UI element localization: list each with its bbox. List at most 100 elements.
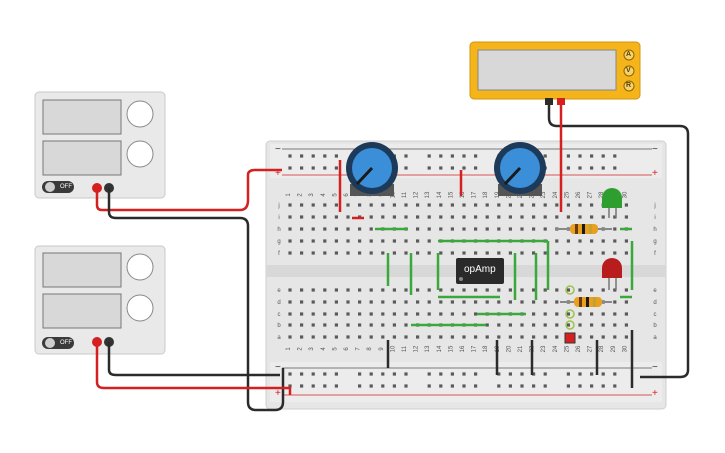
breadboard-hole[interactable] [474, 288, 478, 292]
breadboard-hole[interactable] [311, 154, 315, 158]
breadboard-hole[interactable] [566, 215, 570, 219]
breadboard-hole[interactable] [508, 335, 512, 339]
breadboard-hole[interactable] [555, 312, 559, 316]
breadboard-hole[interactable] [439, 166, 443, 170]
breadboard-hole[interactable] [288, 300, 292, 304]
breadboard-hole[interactable] [334, 372, 338, 376]
breadboard-hole[interactable] [369, 227, 373, 231]
breadboard-hole[interactable] [601, 288, 605, 292]
breadboard-hole[interactable] [300, 239, 304, 243]
breadboard-hole[interactable] [416, 335, 420, 339]
breadboard-hole[interactable] [288, 312, 292, 316]
breadboard-hole[interactable] [381, 251, 385, 255]
breadboard-hole[interactable] [462, 166, 466, 170]
breadboard-hole[interactable] [358, 323, 362, 327]
breadboard-hole[interactable] [462, 288, 466, 292]
breadboard-hole[interactable] [578, 312, 582, 316]
breadboard-hole[interactable] [543, 215, 547, 219]
breadboard-hole[interactable] [358, 312, 362, 316]
breadboard-hole[interactable] [520, 251, 524, 255]
breadboard-hole[interactable] [439, 203, 443, 207]
breadboard-hole[interactable] [358, 335, 362, 339]
breadboard-hole[interactable] [474, 227, 478, 231]
breadboard-hole[interactable] [358, 384, 362, 388]
breadboard-hole[interactable] [288, 154, 292, 158]
breadboard-hole[interactable] [624, 323, 628, 327]
breadboard-hole[interactable] [613, 227, 617, 231]
breadboard-hole[interactable] [381, 335, 385, 339]
breadboard-hole[interactable] [334, 335, 338, 339]
breadboard-hole[interactable] [358, 300, 362, 304]
breadboard-hole[interactable] [462, 384, 466, 388]
breadboard-hole[interactable] [300, 154, 304, 158]
breadboard-hole[interactable] [358, 251, 362, 255]
breadboard-hole[interactable] [323, 384, 327, 388]
breadboard-hole[interactable] [462, 154, 466, 158]
breadboard-hole[interactable] [427, 166, 431, 170]
breadboard-hole[interactable] [300, 215, 304, 219]
breadboard-hole[interactable] [323, 227, 327, 231]
breadboard-hole[interactable] [392, 288, 396, 292]
breadboard-hole[interactable] [613, 166, 617, 170]
breadboard-hole[interactable] [392, 251, 396, 255]
breadboard-hole[interactable] [427, 288, 431, 292]
breadboard-hole[interactable] [311, 335, 315, 339]
breadboard-hole[interactable] [508, 288, 512, 292]
breadboard-hole[interactable] [427, 203, 431, 207]
breadboard-hole[interactable] [497, 372, 501, 376]
breadboard-hole[interactable] [613, 300, 617, 304]
breadboard-hole[interactable] [392, 384, 396, 388]
breadboard-hole[interactable] [566, 166, 570, 170]
breadboard-hole[interactable] [485, 335, 489, 339]
breadboard-hole[interactable] [334, 227, 338, 231]
breadboard-hole[interactable] [334, 251, 338, 255]
breadboard-hole[interactable] [427, 154, 431, 158]
opamp-chip[interactable] [456, 258, 504, 284]
breadboard-hole[interactable] [358, 239, 362, 243]
breadboard-hole[interactable] [474, 251, 478, 255]
breadboard-hole[interactable] [613, 312, 617, 316]
breadboard-hole[interactable] [485, 215, 489, 219]
breadboard-hole[interactable] [404, 166, 408, 170]
breadboard-hole[interactable] [346, 239, 350, 243]
breadboard-hole[interactable] [520, 288, 524, 292]
breadboard-hole[interactable] [578, 166, 582, 170]
breadboard-hole[interactable] [532, 372, 536, 376]
meter-mode-r[interactable]: R [626, 82, 632, 89]
breadboard-hole[interactable] [543, 251, 547, 255]
breadboard-hole[interactable] [392, 215, 396, 219]
breadboard-hole[interactable] [404, 372, 408, 376]
breadboard-hole[interactable] [288, 372, 292, 376]
breadboard-hole[interactable] [508, 372, 512, 376]
breadboard-hole[interactable] [601, 335, 605, 339]
breadboard-hole[interactable] [590, 251, 594, 255]
breadboard-hole[interactable] [532, 288, 536, 292]
breadboard-hole[interactable] [601, 251, 605, 255]
breadboard-hole[interactable] [392, 335, 396, 339]
breadboard-hole[interactable] [427, 215, 431, 219]
breadboard-hole[interactable] [566, 251, 570, 255]
breadboard-hole[interactable] [311, 251, 315, 255]
breadboard-hole[interactable] [300, 203, 304, 207]
breadboard-hole[interactable] [508, 251, 512, 255]
breadboard-hole[interactable] [543, 335, 547, 339]
breadboard-hole[interactable] [462, 251, 466, 255]
breadboard-hole[interactable] [427, 384, 431, 388]
breadboard-hole[interactable] [334, 166, 338, 170]
breadboard-hole[interactable] [578, 215, 582, 219]
breadboard-hole[interactable] [508, 203, 512, 207]
breadboard-hole[interactable] [474, 312, 478, 316]
breadboard-hole[interactable] [555, 335, 559, 339]
breadboard-hole[interactable] [346, 288, 350, 292]
breadboard-hole[interactable] [416, 288, 420, 292]
breadboard-hole[interactable] [416, 203, 420, 207]
meter-mode-v[interactable]: V [626, 67, 631, 74]
breadboard-hole[interactable] [601, 154, 605, 158]
breadboard-hole[interactable] [566, 384, 570, 388]
breadboard-hole[interactable] [392, 239, 396, 243]
breadboard-hole[interactable] [508, 227, 512, 231]
breadboard-hole[interactable] [450, 203, 454, 207]
breadboard-hole[interactable] [520, 323, 524, 327]
breadboard-hole[interactable] [427, 300, 431, 304]
breadboard-hole[interactable] [323, 239, 327, 243]
